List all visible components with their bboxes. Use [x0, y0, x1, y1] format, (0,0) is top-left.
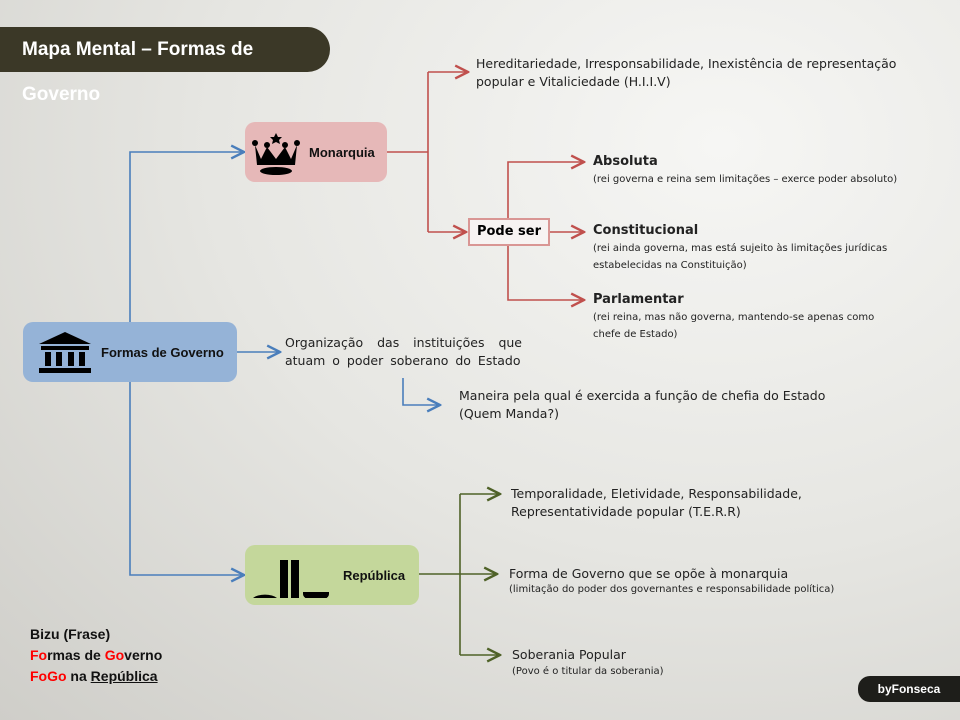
- republica-oposicao: Forma de Governo que se opõe à monarquia…: [509, 566, 835, 595]
- bizu-mnemonic: Bizu (Frase) Formas de Governo FoGo na R…: [30, 626, 163, 684]
- node-label: Monarquia: [309, 144, 375, 160]
- congress-icon: [253, 560, 329, 598]
- connector-republica: [129, 382, 244, 575]
- credit-badge: byFonseca: [858, 676, 960, 702]
- republica-soberania: Soberania Popular(Povo é o titular da so…: [512, 647, 664, 677]
- pode-ser-box: Pode ser: [468, 218, 550, 246]
- node-republica: República: [245, 545, 419, 605]
- definition2-text: Maneira pela qual é exercida a função de…: [459, 388, 826, 421]
- page-title: Mapa Mental – Formas de Governo: [0, 27, 330, 105]
- crown-icon: [252, 133, 300, 175]
- type-constitucional: Constitucional(rei ainda governa, mas es…: [593, 223, 888, 271]
- republica-traits: Temporalidade, Eletividade, Responsabili…: [511, 486, 802, 519]
- monarquia-traits: Hereditariedade, Irresponsabilidade, Ine…: [476, 56, 897, 89]
- connector-definition2: [402, 378, 440, 405]
- node-label: República: [343, 567, 406, 583]
- type-absoluta: Absoluta(rei governa e reina sem limitaç…: [593, 154, 898, 185]
- node-label: Formas de Governo: [101, 344, 224, 360]
- node-monarquia: Monarquia: [245, 122, 387, 182]
- definition-text: Organização das instituições que atuam o…: [285, 335, 522, 368]
- node-formas-de-governo: Formas de Governo: [23, 322, 237, 382]
- bank-icon: [39, 332, 91, 373]
- type-parlamentar: Parlamentar(rei reina, mas não governa, …: [593, 292, 875, 340]
- connector-monarquia: [129, 152, 244, 322]
